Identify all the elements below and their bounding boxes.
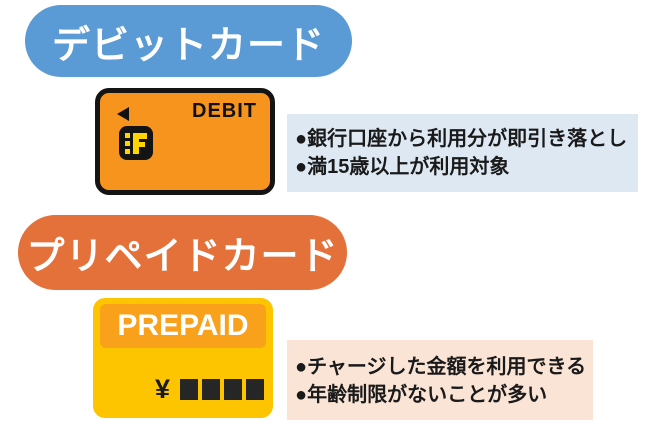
prepaid-notes-box: ●チャージした金額を利用できる ●年齢制限がないことが多い	[287, 340, 593, 420]
chip-icon	[119, 126, 153, 160]
masked-digit-block	[202, 379, 220, 400]
prepaid-card-illustration: PREPAID ¥	[93, 298, 273, 418]
masked-digit-block	[246, 379, 264, 400]
masked-amount: ¥	[155, 376, 264, 403]
prepaid-note-line-2: ●年齢制限がないことが多い	[295, 384, 548, 406]
debit-note-line-1: ●銀行口座から利用分が即引き落とし	[295, 128, 628, 150]
yen-symbol: ¥	[154, 374, 170, 404]
debit-heading-pill: デビットカード	[25, 5, 352, 77]
prepaid-heading-pill: プリペイドカード	[18, 215, 347, 290]
prepaid-note-line-1: ●チャージした金額を利用できる	[295, 356, 587, 378]
masked-digit-block	[224, 379, 242, 400]
debit-note-line-2: ●満15歳以上が利用対象	[295, 156, 510, 178]
left-triangle-icon	[117, 107, 129, 121]
prepaid-card-label: PREPAID	[117, 309, 249, 342]
debit-card-illustration: DEBIT	[95, 88, 275, 195]
debit-notes-box: ●銀行口座から利用分が即引き落とし ●満15歳以上が利用対象	[287, 114, 638, 192]
debit-card-label: DEBIT	[192, 100, 257, 122]
prepaid-card-band: PREPAID	[100, 304, 266, 348]
masked-digit-block	[180, 379, 198, 400]
prepaid-heading-label: プリペイドカード	[26, 236, 339, 278]
debit-heading-label: デビットカード	[51, 24, 325, 67]
